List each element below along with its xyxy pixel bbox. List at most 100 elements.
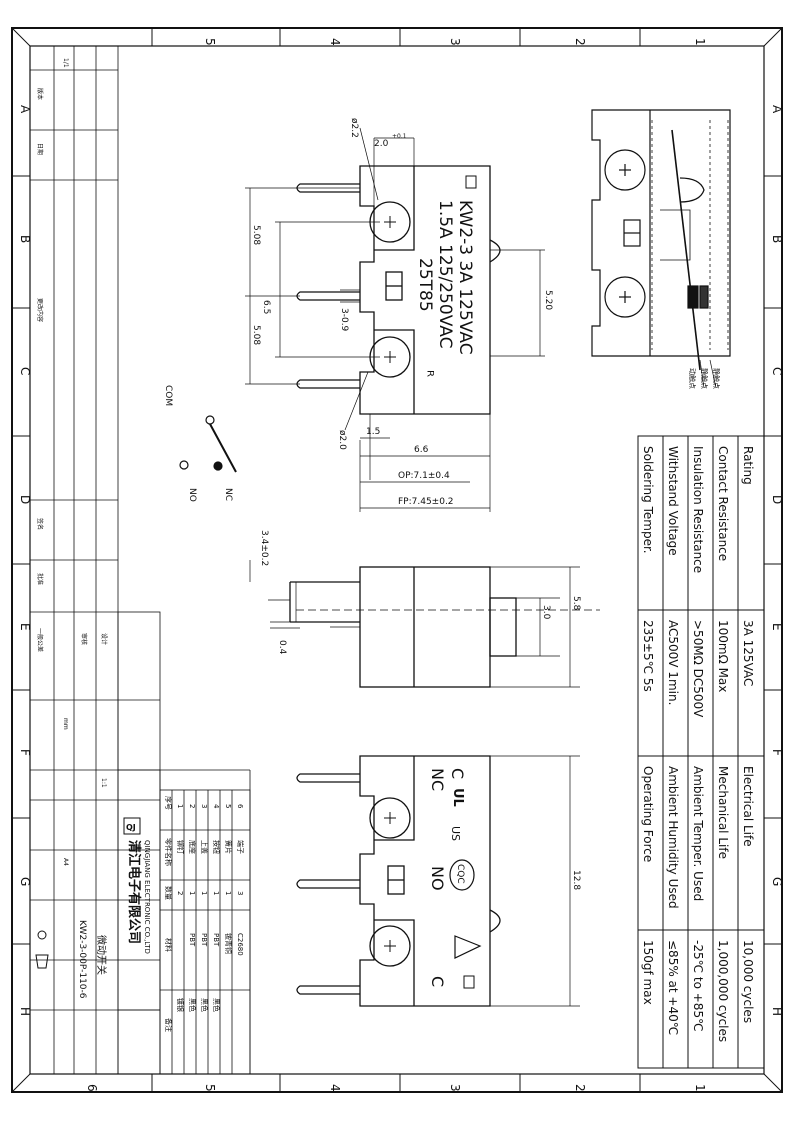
bom-row5-mat: 铍青铜: [224, 933, 233, 954]
dim-15: 1.5: [366, 427, 380, 437]
company-name-cn: 清江电子有限公司: [126, 840, 142, 944]
cqc-mark: CQC: [455, 864, 465, 884]
row-G-r: G: [770, 877, 784, 886]
bom-row4-mat: PBT: [212, 933, 220, 947]
outer-frame: [11, 27, 783, 1093]
dim-508a: 5.08: [251, 225, 261, 245]
dim-fp: FP:7.45±0.2: [398, 497, 454, 507]
row-B-r: B: [770, 235, 784, 243]
spec-label-mechanical-life: Mechanical Life: [716, 766, 730, 859]
col-bot-1: 5: [203, 1084, 217, 1092]
draw-label: 设计: [100, 633, 108, 645]
sheet-no: 1/1: [62, 58, 69, 68]
revision-strip: [29, 45, 160, 1075]
row-E-l: E: [18, 623, 32, 631]
dim-tol-sup: +0.1: [392, 133, 407, 140]
bom-row6-qty: 3: [236, 891, 244, 895]
bom-row3-qty: 1: [200, 891, 208, 895]
row-H-l: H: [18, 1007, 32, 1016]
side-view-switch: [289, 566, 517, 688]
spec-value-soldering: 235±5℃ 5s: [641, 620, 655, 692]
spec-value-contact: 100mΩ Max: [716, 620, 730, 692]
scale: 1:1: [100, 778, 107, 788]
bom-row4-note: 黑色: [212, 998, 221, 1012]
date-label: 日期: [36, 143, 44, 155]
spec-value-withstand: AC500V 1min.: [666, 620, 680, 705]
dim-20: 2.0: [374, 139, 389, 149]
callout-fixed-contact-2: 静触点: [712, 368, 721, 389]
bom-row6-mat: C2680: [236, 933, 244, 956]
spec-label-operating-force: Operating Force: [641, 766, 655, 862]
bom-row3-name: 上盖: [200, 840, 209, 854]
a4-label: A4: [62, 858, 69, 866]
callout-moving-contact: 动触点: [688, 368, 697, 389]
dim-508b: 5.08: [251, 325, 261, 345]
spec-label-contact: Contact Resistance: [716, 446, 730, 561]
col-top-5: 1: [693, 38, 707, 46]
dim-30: 3.0: [541, 605, 551, 620]
logo-text: QJ: [126, 823, 136, 832]
bom-row5-name: 簧片: [224, 840, 233, 854]
bom-row3-note: 黑色: [200, 998, 209, 1012]
bom-row5-qty: 1: [224, 891, 232, 895]
col-top-1: 5: [203, 38, 217, 46]
bom-h-note: 备注: [164, 1018, 173, 1032]
bottom-square-mark-icon: [463, 975, 475, 989]
switch-schematic: [179, 415, 237, 473]
spec-table: [637, 435, 765, 1069]
bom-row2-note: 黑色: [188, 998, 197, 1012]
bom-row2-qty: 1: [188, 891, 196, 895]
bom-row1-no: 1: [176, 804, 184, 808]
bom-row6-no: 6: [236, 804, 244, 809]
dim-128: 12.8: [571, 870, 581, 890]
bom-row4-name: 按钮: [212, 840, 221, 854]
row-D-r: D: [770, 495, 784, 504]
schematic-nc: NC: [223, 488, 233, 501]
row-A-l: A: [18, 105, 32, 114]
row-D-l: D: [18, 495, 32, 504]
spec-value-humidity: ≤85% at +40℃: [666, 940, 680, 1035]
bottom-label-no: NO: [428, 866, 447, 891]
top-column-markers: [151, 28, 641, 1092]
part-number: KW2-3-00P-110-6: [77, 920, 87, 999]
bottom-view-switch: [296, 755, 580, 1007]
ul-logo: UL: [450, 788, 465, 807]
bom-h-mat: 材料: [164, 938, 173, 952]
row-C-l: C: [18, 367, 32, 375]
bom-row3-no: 3: [200, 804, 208, 808]
spec-value-ambient-temp: -25℃ to +85℃: [691, 940, 705, 1032]
bom-row2-name: 底座: [188, 840, 197, 854]
dim-d22: ø2.2: [349, 118, 359, 138]
projection-symbol-icon: [37, 930, 47, 940]
row-E-r: E: [770, 623, 784, 631]
rev-label: 版本: [36, 88, 44, 100]
bom-row4-qty: 1: [212, 891, 220, 895]
bom-row3-mat: PBT: [200, 933, 208, 947]
square-mark-icon: [465, 175, 477, 189]
bottom-label-nc: NC: [428, 768, 447, 791]
col-bot-3: 3: [448, 1084, 462, 1092]
schematic-no: NO: [187, 488, 197, 502]
dim-04: 0.4: [277, 640, 287, 655]
bom-row2-no: 2: [188, 804, 196, 808]
spec-label-soldering: Soldering Temper.: [641, 446, 655, 554]
bom-row6-name: 端子: [236, 840, 245, 854]
dim-65: 6.5: [261, 300, 271, 314]
bom-h-qty: 数量: [164, 886, 173, 900]
row-A-r: A: [770, 105, 784, 114]
spec-label-insulation: Insulation Resistance: [691, 446, 705, 573]
bom-row1-note: 镀银: [176, 998, 185, 1012]
bom-row1-name: 铆钉: [176, 840, 185, 854]
row-H-r: H: [770, 1007, 784, 1016]
bottom-label-c: C: [448, 768, 467, 779]
product-marking-line1: KW2-3 3A 125VAC: [455, 200, 475, 355]
bom-row1-qty: 2: [176, 891, 184, 895]
spec-label-electrical-life: Electrical Life: [741, 766, 755, 847]
schematic-com: COM: [163, 385, 173, 406]
check-label: 审核: [80, 633, 88, 645]
col-top-3: 3: [448, 38, 462, 46]
row-C-r: C: [770, 367, 784, 375]
company-name-en: QINGJIANG ELECTRONIC CO.,LTD: [143, 840, 151, 954]
product-marking-line3: 25T85: [415, 258, 435, 312]
spec-value-operating-force: 150gf max: [641, 940, 655, 1005]
